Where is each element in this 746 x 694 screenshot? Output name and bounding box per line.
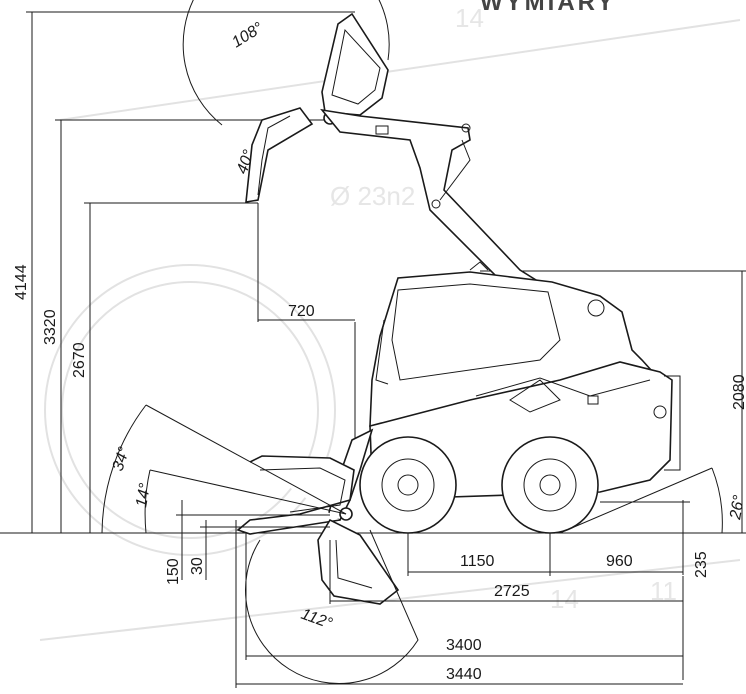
label-720: 720 (288, 303, 315, 320)
cab-window (391, 283, 561, 381)
arc-108 (182, 0, 390, 126)
watermark-number: 14 (455, 3, 484, 33)
watermark-ring-inner (61, 281, 319, 539)
clearance-dimension: 235 (600, 500, 710, 578)
height-dimensions: 4144 3320 2670 2080 (13, 11, 746, 533)
label-3320: 3320 (42, 309, 59, 345)
bucket-carry-inner (259, 467, 346, 513)
bucket-carry (236, 455, 355, 535)
label-235: 235 (693, 551, 710, 578)
label-960: 960 (606, 553, 633, 570)
length-dimensions: 1150 960 2725 3400 3440 (235, 520, 684, 688)
rear-step (664, 375, 681, 471)
page-title: WYMIARY (480, 0, 616, 16)
rear-hub (539, 474, 561, 496)
bucket-dug (317, 518, 400, 605)
label-150: 150 (165, 558, 182, 585)
label-3400: 3400 (446, 637, 482, 654)
engine-grille (509, 379, 561, 413)
angle-112: 112° (299, 606, 335, 633)
arm-pin (461, 123, 471, 133)
bucket-dug-inner (335, 539, 373, 589)
front-hub (397, 474, 419, 496)
front-rim (381, 458, 435, 512)
arc-34 (101, 404, 147, 534)
cab-light (469, 261, 489, 271)
reach-dimension: 720 (257, 203, 356, 470)
bucket-rolled-back (321, 12, 389, 116)
watermark: 14 Ø 23n2 14 11 (39, 3, 741, 641)
bucket-dumped-inner (257, 115, 291, 196)
arc-14 (144, 469, 151, 534)
arm-bracket (375, 125, 389, 135)
ray-34 (145, 404, 347, 515)
chassis-line (475, 377, 651, 397)
dig-depth-dimensions: 150 30 (165, 500, 330, 585)
bucket-rolled-inner (331, 28, 381, 105)
rear-light (653, 405, 667, 419)
label-3440: 3440 (446, 666, 482, 683)
label-2725: 2725 (494, 583, 530, 600)
label-4144: 4144 (13, 264, 30, 300)
arm-pin (431, 199, 441, 209)
departure-angle: 26° (559, 467, 746, 534)
lift-arm-detail (439, 139, 471, 201)
watermark-capacity: Ø 23n2 (330, 181, 415, 211)
arm-pivot (587, 299, 605, 317)
label-30: 30 (189, 557, 206, 575)
label-1150: 1150 (460, 553, 495, 570)
watermark-line (59, 19, 741, 121)
chassis-badge (587, 395, 599, 405)
raised-bucket: 108° 40° (182, 0, 390, 203)
angle-108: 108° (229, 19, 267, 51)
angle-14: 14° (133, 481, 154, 508)
ray-26 (559, 467, 713, 534)
arc-26 (711, 467, 723, 534)
wheels (359, 436, 599, 534)
watermark-ring (44, 264, 336, 556)
watermark-number: 14 (550, 584, 579, 614)
bucket-dumped (245, 107, 314, 203)
label-2670: 2670 (71, 342, 88, 378)
front-wheel (359, 436, 457, 534)
watermark-line (39, 559, 741, 641)
angle-26: 26° (727, 493, 746, 521)
ray-14 (149, 469, 347, 515)
rear-rim (523, 458, 577, 512)
cab-handle (375, 319, 389, 385)
label-2080: 2080 (731, 374, 746, 410)
angle-34: 34° (110, 444, 134, 473)
rear-wheel (501, 436, 599, 534)
